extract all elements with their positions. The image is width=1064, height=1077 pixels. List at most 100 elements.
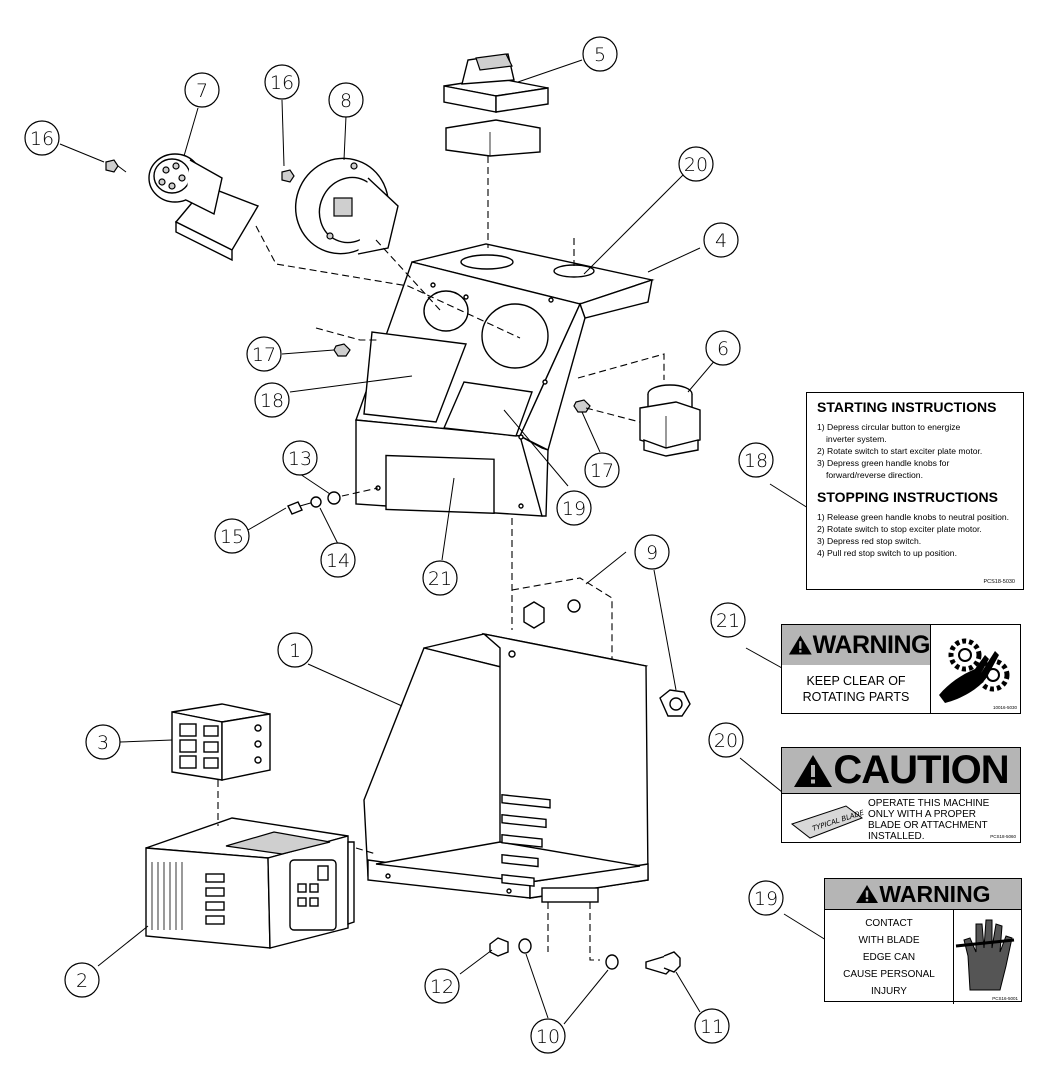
svg-text:13: 13 xyxy=(288,448,312,470)
starting-title: STARTING INSTRUCTIONS xyxy=(817,399,997,415)
warning-line: KEEP CLEAR OF xyxy=(806,674,906,688)
part-base-enclosure xyxy=(363,632,649,903)
svg-text:7: 7 xyxy=(196,80,208,102)
balloon-8: 8 xyxy=(328,82,364,118)
warning-triangle-icon xyxy=(788,635,812,655)
starting-step: inverter system. xyxy=(826,434,887,444)
typical-blade-pictogram: TYPICAL BLADE xyxy=(788,798,868,842)
svg-text:4: 4 xyxy=(715,230,727,252)
warning-header: WARNING xyxy=(782,625,931,665)
svg-text:10: 10 xyxy=(536,1026,560,1048)
balloon-15: 15 xyxy=(214,518,250,554)
stopping-steps: 1) Release green handle knobs to neutral… xyxy=(817,511,1013,559)
decal-caution-blade: CAUTION TYPICAL BLADE OPERATE THIS MACHI… xyxy=(781,747,1021,843)
svg-text:3: 3 xyxy=(97,732,109,754)
svg-text:21: 21 xyxy=(428,568,452,590)
stopping-step: 4) Pull red stop switch to up position. xyxy=(817,548,957,558)
balloon-5: 5 xyxy=(582,36,618,72)
part-flanged-inlet xyxy=(294,157,399,255)
caution-line: BLADE OR ATTACHMENT xyxy=(868,820,988,831)
gears-hand-pictogram-icon xyxy=(939,638,1010,703)
balloon-18-decal: 18 xyxy=(738,442,774,478)
svg-text:2: 2 xyxy=(76,970,88,992)
svg-text:17: 17 xyxy=(590,460,614,482)
warning-line: ROTATING PARTS xyxy=(802,690,910,704)
balloon-17-left: 17 xyxy=(246,336,282,372)
balloon-16-left: 16 xyxy=(24,120,60,156)
balloon-3: 3 xyxy=(85,724,121,760)
stopping-step: 2) Rotate switch to stop exciter plate m… xyxy=(817,524,982,534)
svg-text:1: 1 xyxy=(289,640,301,662)
svg-text:20: 20 xyxy=(714,730,738,752)
decal-instructions: STARTING INSTRUCTIONS 1) Depress circula… xyxy=(806,392,1024,590)
caution-line: INSTALLED. xyxy=(868,831,925,842)
svg-text:8: 8 xyxy=(340,90,352,112)
balloon-14: 14 xyxy=(320,542,356,578)
stopping-step: 3) Depress red stop switch. xyxy=(817,536,922,546)
balloon-20-diagram: 20 xyxy=(678,146,714,182)
svg-text:17: 17 xyxy=(252,344,276,366)
part-inverter xyxy=(145,817,355,949)
balloon-4: 4 xyxy=(703,222,739,258)
decal-code: 10016-5030 xyxy=(992,705,1017,710)
enclosure-vent-slots xyxy=(501,793,551,887)
decal-code: PCS16-5001 xyxy=(992,996,1018,1001)
warning-triangle-icon xyxy=(856,885,879,903)
stopping-step: 1) Release green handle knobs to neutral… xyxy=(817,512,1010,522)
warning-message: KEEP CLEAR OF ROTATING PARTS xyxy=(782,665,930,713)
starting-step: forward/reverse direction. xyxy=(826,470,923,480)
svg-text:12: 12 xyxy=(430,976,454,998)
svg-text:20: 20 xyxy=(684,154,708,176)
warning-line: WITH BLADE xyxy=(858,934,920,946)
svg-text:15: 15 xyxy=(220,526,244,548)
svg-text:19: 19 xyxy=(754,888,778,910)
warning-header-text: WARNING xyxy=(879,880,991,907)
cut-hand-pictogram-icon xyxy=(955,919,1015,991)
decal-warning-rotating-parts: WARNING KEEP CLEAR OF ROTATING PARTS 100… xyxy=(781,624,1021,714)
leader-lines xyxy=(59,59,827,1025)
part-rotary-switch xyxy=(443,53,549,157)
balloon-18-diagram: 18 xyxy=(254,382,290,418)
balloon-7: 7 xyxy=(184,72,220,108)
balloon-16-top: 16 xyxy=(264,64,300,100)
svg-text:5: 5 xyxy=(594,44,606,66)
warning-line: CONTACT xyxy=(865,917,913,929)
balloon-1: 1 xyxy=(277,632,313,668)
hardware xyxy=(105,159,691,975)
svg-text:16: 16 xyxy=(30,128,54,150)
warning-header: WARNING xyxy=(825,879,1021,910)
caution-header-text: CAUTION xyxy=(833,748,1009,792)
caution-message: OPERATE THIS MACHINE ONLY WITH A PROPER … xyxy=(868,798,989,842)
balloon-21-diagram: 21 xyxy=(422,560,458,596)
part-control-box-housing xyxy=(355,243,655,517)
svg-text:18: 18 xyxy=(260,390,284,412)
svg-text:16: 16 xyxy=(270,72,294,94)
decal-code: PCS18-5060 xyxy=(990,834,1016,839)
svg-text:21: 21 xyxy=(716,610,740,632)
balloon-19-diagram: 19 xyxy=(556,490,592,526)
balloon-19-decal: 19 xyxy=(748,880,784,916)
caution-header: CAUTION xyxy=(782,748,1020,794)
part-contactor xyxy=(171,703,271,781)
warning-line: CAUSE PERSONAL xyxy=(843,968,935,980)
svg-text:19: 19 xyxy=(562,498,586,520)
inverter-terminals xyxy=(205,873,225,925)
svg-text:9: 9 xyxy=(646,542,658,564)
svg-text:18: 18 xyxy=(744,450,768,472)
part-pushbutton xyxy=(639,384,701,457)
warning-header-text: WARNING xyxy=(812,630,931,659)
balloon-17-right: 17 xyxy=(584,452,620,488)
svg-text:14: 14 xyxy=(326,550,350,572)
balloon-12: 12 xyxy=(424,968,460,1004)
starting-step: 3) Depress green handle knobs for xyxy=(817,458,950,468)
stopping-title: STOPPING INSTRUCTIONS xyxy=(817,489,998,505)
part-twistlock-receptacle xyxy=(148,153,260,262)
starting-step: 2) Rotate switch to start exciter plate … xyxy=(817,446,983,456)
balloon-13: 13 xyxy=(282,440,318,476)
starting-step: 1) Depress circular button to energize xyxy=(817,422,961,432)
starting-steps: 1) Depress circular button to energize i… xyxy=(817,421,1013,481)
assembly-lines xyxy=(217,156,665,961)
warning-triangle-icon xyxy=(794,754,833,787)
warning-message: CONTACT WITH BLADE EDGE CAN CAUSE PERSON… xyxy=(825,910,954,1004)
